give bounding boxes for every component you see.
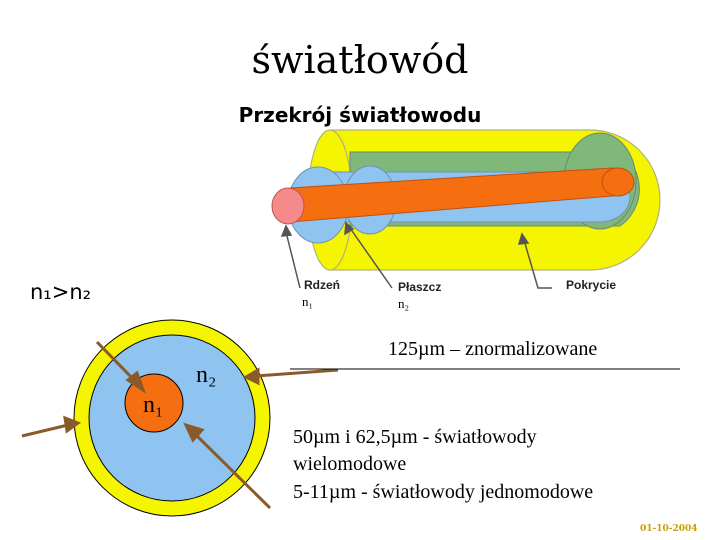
core-index-label: n₁ — [302, 294, 314, 309]
cross-core-index: n₁ — [143, 392, 164, 418]
refractive-condition: n₁>n₂ — [30, 280, 92, 304]
coating-label: Pokrycie — [566, 278, 617, 292]
spec-line-2: wielomodowe — [293, 453, 407, 475]
cross-section-arrows — [21, 340, 339, 510]
slide-title: światłowód — [251, 38, 469, 82]
core-tip — [271, 187, 305, 225]
spec-normalized: 125µm – znormalizowane — [388, 338, 598, 360]
spec-line-1: 50µm i 62,5µm - światłowody — [293, 426, 537, 448]
slide-date: 01-10-2004 — [640, 524, 698, 534]
cladding-label: Płaszcz — [398, 280, 442, 294]
leader-lines — [280, 221, 552, 289]
core-far-end — [601, 167, 635, 197]
core-label: Rdzeń — [304, 278, 340, 292]
fiber-longitudinal — [271, 129, 661, 271]
cross-cladding-index: n₂ — [196, 362, 217, 388]
spec-line-3: 5-11µm - światłowody jednomodowe — [293, 481, 594, 503]
cladding-index-label: n₂ — [398, 296, 410, 311]
diagram-title: Przekrój światłowodu — [238, 103, 482, 127]
